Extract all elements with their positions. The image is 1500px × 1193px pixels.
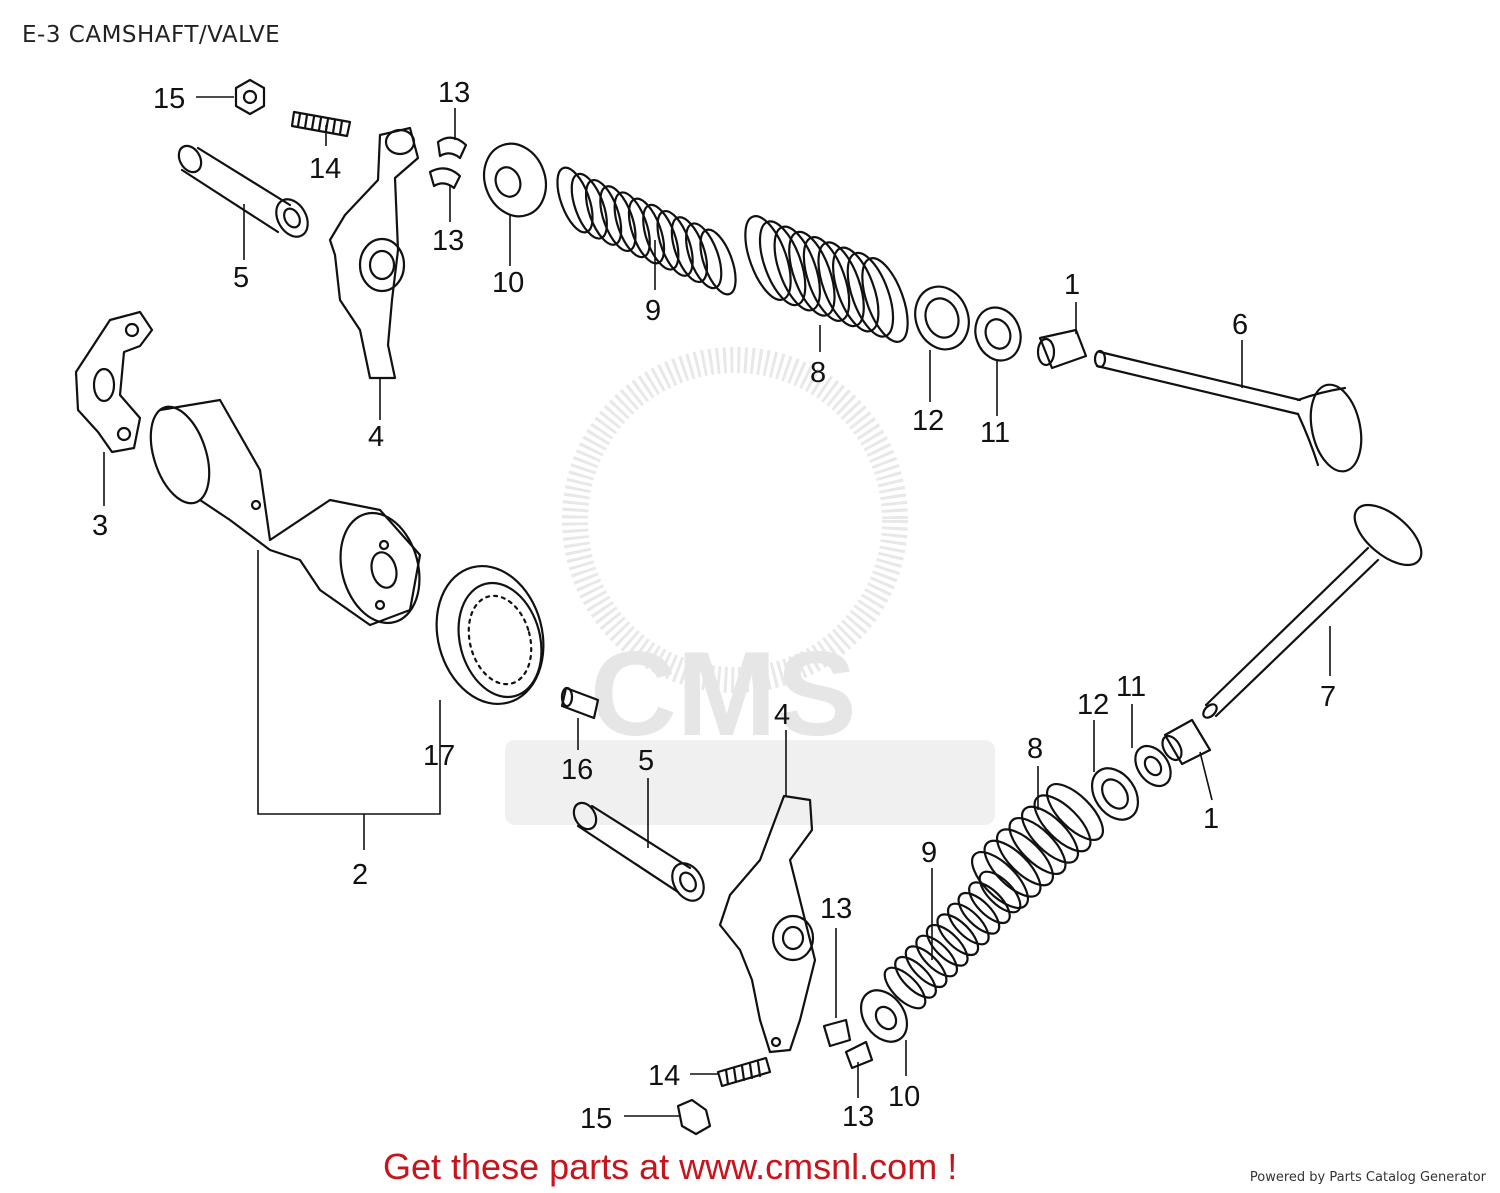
callout-4-upper: 4 (368, 421, 384, 453)
part-nut-lower (676, 1098, 712, 1136)
part-exhaust-valve (1202, 503, 1423, 719)
callout-7: 7 (1320, 681, 1336, 713)
callout-2: 2 (352, 859, 368, 891)
callout-3: 3 (92, 510, 108, 542)
part-outer-spring-upper (744, 215, 909, 343)
powered-by-credit: Powered by Parts Catalog Generator (1249, 1170, 1486, 1185)
callout-8-upper: 8 (810, 357, 826, 389)
callout-8-lower: 8 (1027, 733, 1043, 765)
callout-5-lower: 5 (638, 745, 654, 777)
callout-13-b: 13 (432, 225, 464, 257)
callout-12-upper: 12 (912, 405, 944, 437)
part-washer-upper (974, 306, 1022, 362)
part-spring-seat-lower (1090, 767, 1140, 821)
part-bearing (435, 564, 545, 706)
callout-13-a: 13 (438, 77, 470, 109)
callout-10-upper: 10 (492, 267, 524, 299)
callout-17: 17 (423, 740, 455, 772)
part-rocker-arm-upper (328, 126, 420, 380)
part-rocker-shaft-lower (572, 801, 705, 902)
callout-13-d: 13 (842, 1101, 874, 1133)
part-inner-spring-lower (883, 870, 1022, 1010)
part-screw-lower (716, 1056, 772, 1088)
callout-14-upper: 14 (309, 153, 341, 185)
callout-1-lower: 1 (1203, 803, 1219, 835)
diagram-title: E-3 CAMSHAFT/VALVE (22, 22, 281, 48)
cms-watermark: CMS (505, 347, 995, 825)
callout-13-c: 13 (820, 893, 852, 925)
part-retainer-lower (859, 989, 909, 1043)
part-camshaft (149, 398, 422, 627)
part-spring-seat-upper (914, 285, 970, 351)
callout-labels: 1 1 2 3 4 4 5 5 6 7 8 8 9 9 10 10 11 11 … (92, 77, 1336, 1135)
part-stem-seal-upper (1036, 328, 1088, 370)
part-stem-seal-lower (1161, 718, 1212, 766)
callout-9-upper: 9 (645, 295, 661, 327)
part-nut-upper (234, 78, 266, 116)
part-screw-upper (290, 110, 352, 138)
part-dowel-pin (560, 686, 600, 720)
callout-5-upper: 5 (233, 262, 249, 294)
callout-15-lower: 15 (580, 1103, 612, 1135)
part-outer-spring-lower (971, 783, 1104, 909)
watermark-text: CMS (590, 627, 857, 761)
part-rocker-shaft-upper (177, 144, 309, 238)
callout-11-lower: 11 (1116, 671, 1146, 703)
part-inner-spring-upper (556, 166, 737, 296)
part-rocker-arm-lower (718, 794, 817, 1054)
callout-9-lower: 9 (921, 837, 937, 869)
part-intake-valve (1093, 349, 1363, 473)
part-retainer-upper (482, 142, 548, 218)
part-cotter-lower (822, 1018, 874, 1070)
callout-16: 16 (561, 754, 593, 786)
callout-11-upper: 11 (980, 417, 1010, 449)
part-washer-lower (1134, 744, 1172, 788)
part-camshaft-holder (74, 310, 154, 454)
callout-14-lower: 14 (648, 1060, 680, 1092)
callout-15-upper: 15 (153, 83, 185, 115)
callout-4-lower: 4 (774, 699, 790, 731)
callout-12-lower: 12 (1077, 689, 1109, 721)
callout-1-upper: 1 (1064, 269, 1080, 301)
shop-link[interactable]: Get these parts at www.cmsnl.com ! (383, 1146, 958, 1187)
part-cotter-upper (428, 136, 468, 190)
callout-6: 6 (1232, 309, 1248, 341)
leader-lines (103, 96, 1331, 1117)
callout-10-lower: 10 (888, 1081, 920, 1113)
